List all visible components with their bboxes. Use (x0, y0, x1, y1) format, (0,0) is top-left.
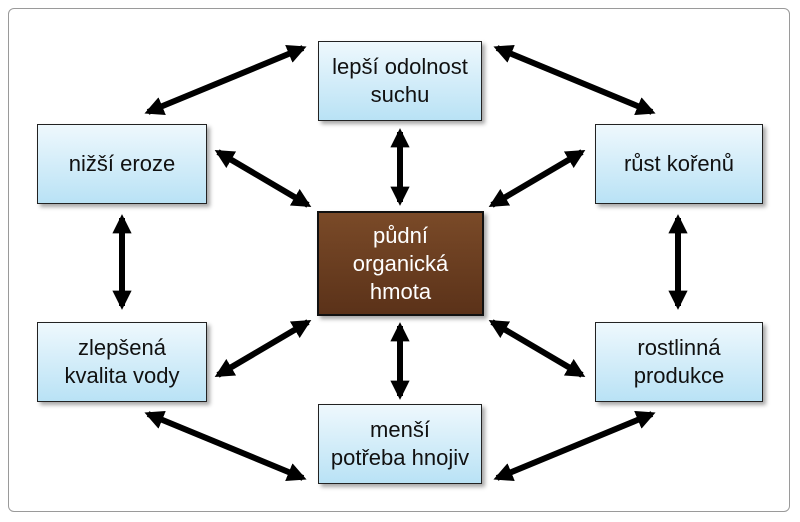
arrow-center-bottom-left (214, 319, 312, 378)
arrow-center-top-left (214, 149, 312, 208)
node-top: lepší odolnost suchu (318, 41, 482, 121)
node-top-left: nižší eroze (37, 124, 207, 204)
arrow-bottom-left-to-bottom (144, 410, 307, 482)
node-bottom-left: zlepšená kvalita vody (37, 322, 207, 402)
node-bottom: menší potřeba hnojiv (318, 404, 482, 484)
arrow-bottom-right-to-bottom (493, 410, 656, 482)
node-bottom-right: rostlinná produkce (595, 322, 763, 402)
node-top-right: růst kořenů (595, 124, 763, 204)
arrow-top-to-top-right (493, 44, 656, 116)
node-center: půdní organická hmota (317, 211, 484, 316)
arrow-top-to-top-left (144, 44, 307, 116)
arrow-center-top-right (488, 149, 586, 208)
arrow-center-bottom-right (488, 319, 586, 378)
